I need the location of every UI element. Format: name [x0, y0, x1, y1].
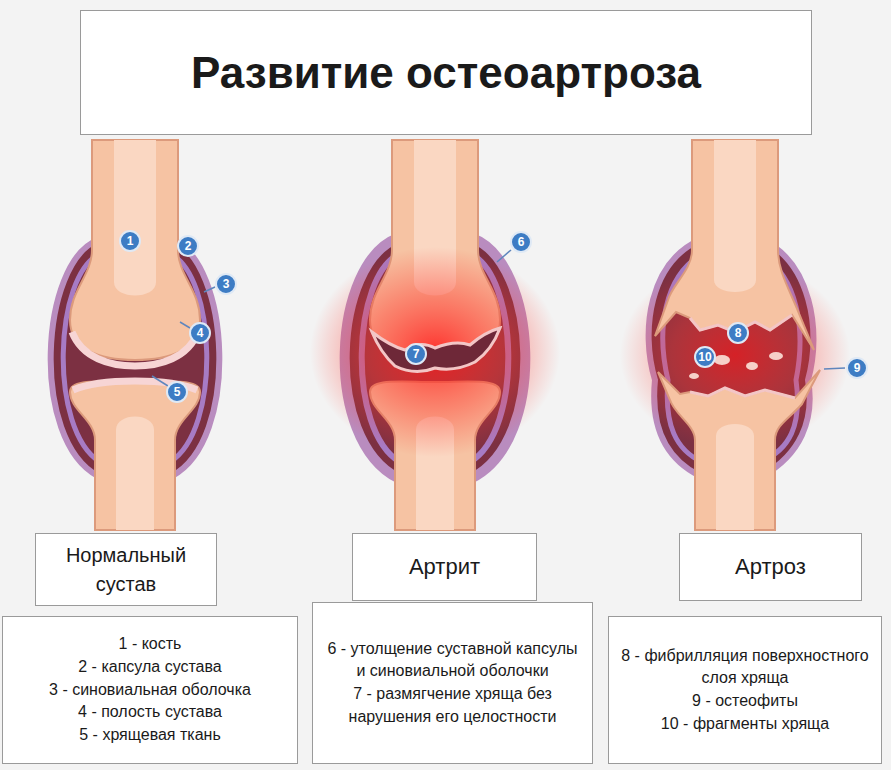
node-text: 10 - фрагменты хряща [661, 713, 829, 736]
node-text: 9 - остеофиты [692, 690, 798, 713]
node-text: Артроз [735, 551, 806, 582]
callout-number: 2 [177, 235, 199, 257]
arthritis-joint [310, 140, 560, 530]
callout-number: 1 [119, 230, 141, 252]
callout-number: 3 [215, 273, 237, 295]
node-text: Артрит [409, 551, 480, 582]
node-text: 7 - размягчение хряща без нарушения его … [323, 683, 582, 728]
legend-text-box: 6 - утолщение суставной капсулы и синови… [312, 602, 593, 764]
callout-number: 6 [510, 231, 532, 253]
joint-state-box: Нормальный сустав [35, 533, 217, 606]
node-text: Нормальный сустав [46, 541, 206, 598]
normal-joint [51, 140, 220, 530]
title-box: Развитие остеоартроза [80, 10, 812, 135]
node-text: 3 - синовиальная оболочка [49, 679, 251, 702]
node-text: 8 - фибрилляция поверхностного слоя хрящ… [619, 645, 871, 690]
legend-text-box: 8 - фибрилляция поверхностного слоя хрящ… [608, 616, 882, 764]
node-text: 2 - капсула сустава [78, 656, 221, 679]
callout-number: 7 [405, 343, 427, 365]
legend-text-box: 1 - кость2 - капсула сустава3 - синовиал… [2, 616, 298, 764]
arthrosis-joint [620, 140, 850, 530]
node-text: 5 - хрящевая ткань [79, 724, 220, 747]
callout-number: 9 [846, 357, 868, 379]
node-text: 4 - полость сустава [78, 701, 222, 724]
callout-number: 5 [166, 381, 188, 403]
joint-state-box: Артроз [679, 533, 862, 601]
node-text: 6 - утолщение суставной капсулы и синови… [323, 638, 582, 683]
callout-number: 10 [694, 346, 716, 368]
callout-number: 8 [727, 322, 749, 344]
joint-state-box: Артрит [352, 533, 537, 601]
node-text: 1 - кость [119, 633, 182, 656]
title-text: Развитие остеоартроза [191, 48, 701, 98]
callout-number: 4 [189, 322, 211, 344]
